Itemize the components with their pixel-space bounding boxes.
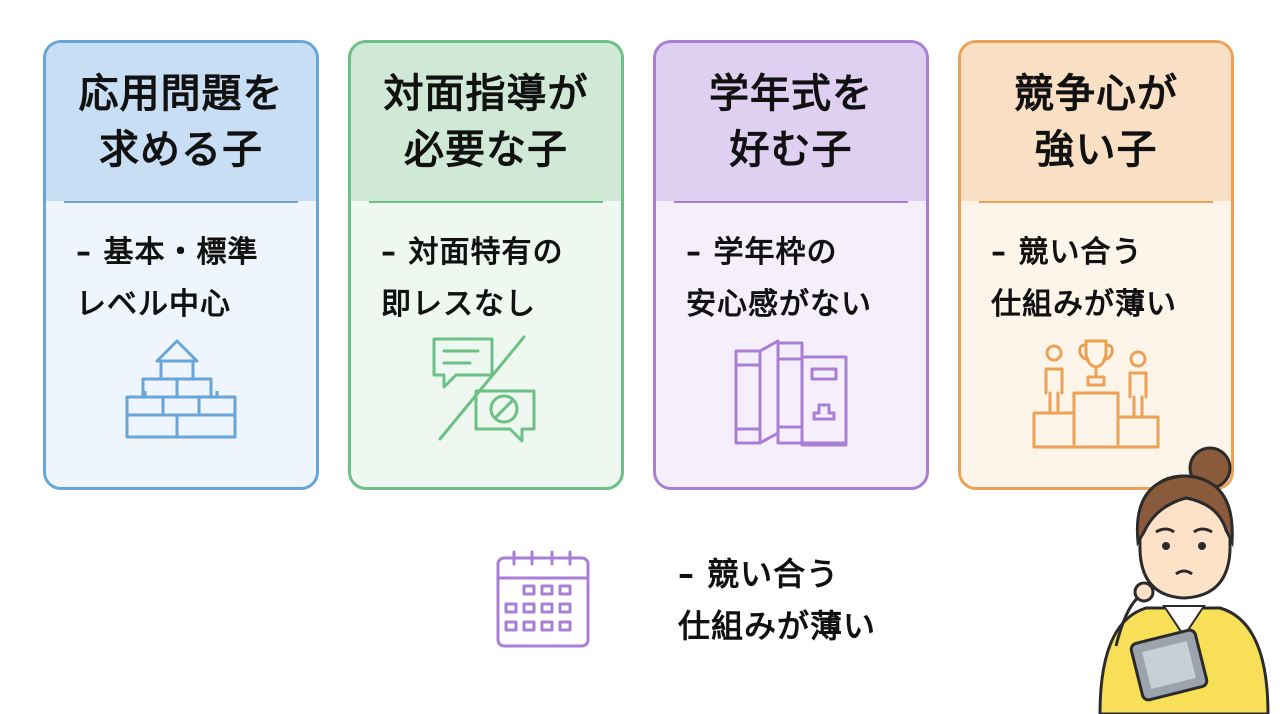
card-note: – 基本・標準 レベル中心: [76, 235, 259, 322]
pyramid-blocks-icon: [125, 339, 237, 439]
no-chat-icon: [432, 335, 536, 443]
card-competitive: 競争心が 強い子 – 競い合う 仕組みが薄い: [958, 40, 1234, 490]
podium-trophy-icon: [1032, 339, 1160, 449]
bottom-note: – 競い合う 仕組みが薄い: [678, 555, 877, 645]
textbooks-icon: [734, 339, 848, 447]
card-applied-problems: 応用問題を 求める子 – 基本・標準 レベル中心: [43, 40, 319, 490]
worried-woman-tablet-icon: [1098, 446, 1270, 714]
divider: [64, 201, 298, 203]
card-grade-based: 学年式を 好む子 – 学年枠の 安心感がない: [653, 40, 929, 490]
card-title: 対面指導が 必要な子: [351, 43, 621, 201]
card-note: – 学年枠の 安心感がない: [686, 235, 872, 322]
card-title: 応用問題を 求める子: [46, 43, 316, 201]
divider: [674, 201, 908, 203]
card-note: – 競い合う 仕組みが薄い: [991, 235, 1177, 322]
divider: [369, 201, 603, 203]
divider: [979, 201, 1213, 203]
card-face-to-face: 対面指導が 必要な子 – 対面特有の 即レスなし: [348, 40, 624, 490]
card-note: – 対面特有の 即レスなし: [381, 235, 564, 322]
card-title: 競争心が 強い子: [961, 43, 1231, 201]
card-title: 学年式を 好む子: [656, 43, 926, 201]
calendar-icon: [496, 550, 590, 648]
